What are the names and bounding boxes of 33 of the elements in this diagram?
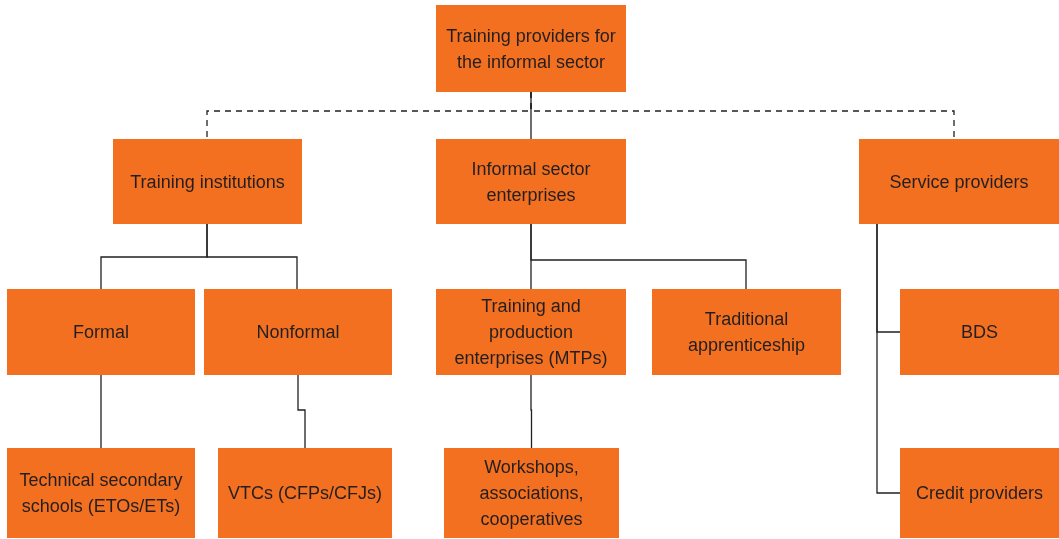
box-label: Nonformal: [256, 321, 340, 344]
connector-line: [530, 374, 533, 449]
box-label: Informal sector enterprises: [470, 157, 592, 207]
box-label: Formal: [73, 321, 129, 344]
connector-line: [876, 223, 901, 494]
connector-line: [530, 223, 747, 290]
box-label: Workshops, associations, cooperatives: [478, 456, 585, 531]
box-label: BDS: [961, 321, 998, 344]
box-label: Training institutions: [130, 170, 285, 194]
org-box: [7, 448, 195, 538]
connector-line: [206, 223, 298, 290]
org-box: [436, 289, 626, 375]
connector-line: [297, 374, 306, 449]
org-box: [444, 448, 619, 538]
org-box: [204, 289, 392, 375]
connector-line: [100, 374, 102, 449]
box-label: Traditional apprenticeship: [686, 308, 807, 357]
box-label: Technical secondary schools (ETOs/ETs): [18, 469, 184, 518]
box-label: Service providers: [889, 170, 1029, 194]
org-box: [652, 289, 841, 375]
box-label: VTCs (CFPs/CFJs): [228, 482, 382, 505]
org-box: [436, 5, 626, 92]
org-box: [7, 289, 195, 375]
box-label: Training and production enterprises (MTPs): [453, 295, 609, 370]
box-label: Training providers for the informal sector: [445, 24, 617, 74]
org-box: [436, 139, 626, 224]
org-box: [900, 289, 1059, 375]
org-box: [218, 448, 392, 538]
org-box: [859, 139, 1059, 224]
org-box: [113, 139, 302, 224]
connector-line: [530, 91, 955, 140]
org-box: [900, 448, 1059, 538]
box-label: Credit providers: [915, 482, 1043, 505]
